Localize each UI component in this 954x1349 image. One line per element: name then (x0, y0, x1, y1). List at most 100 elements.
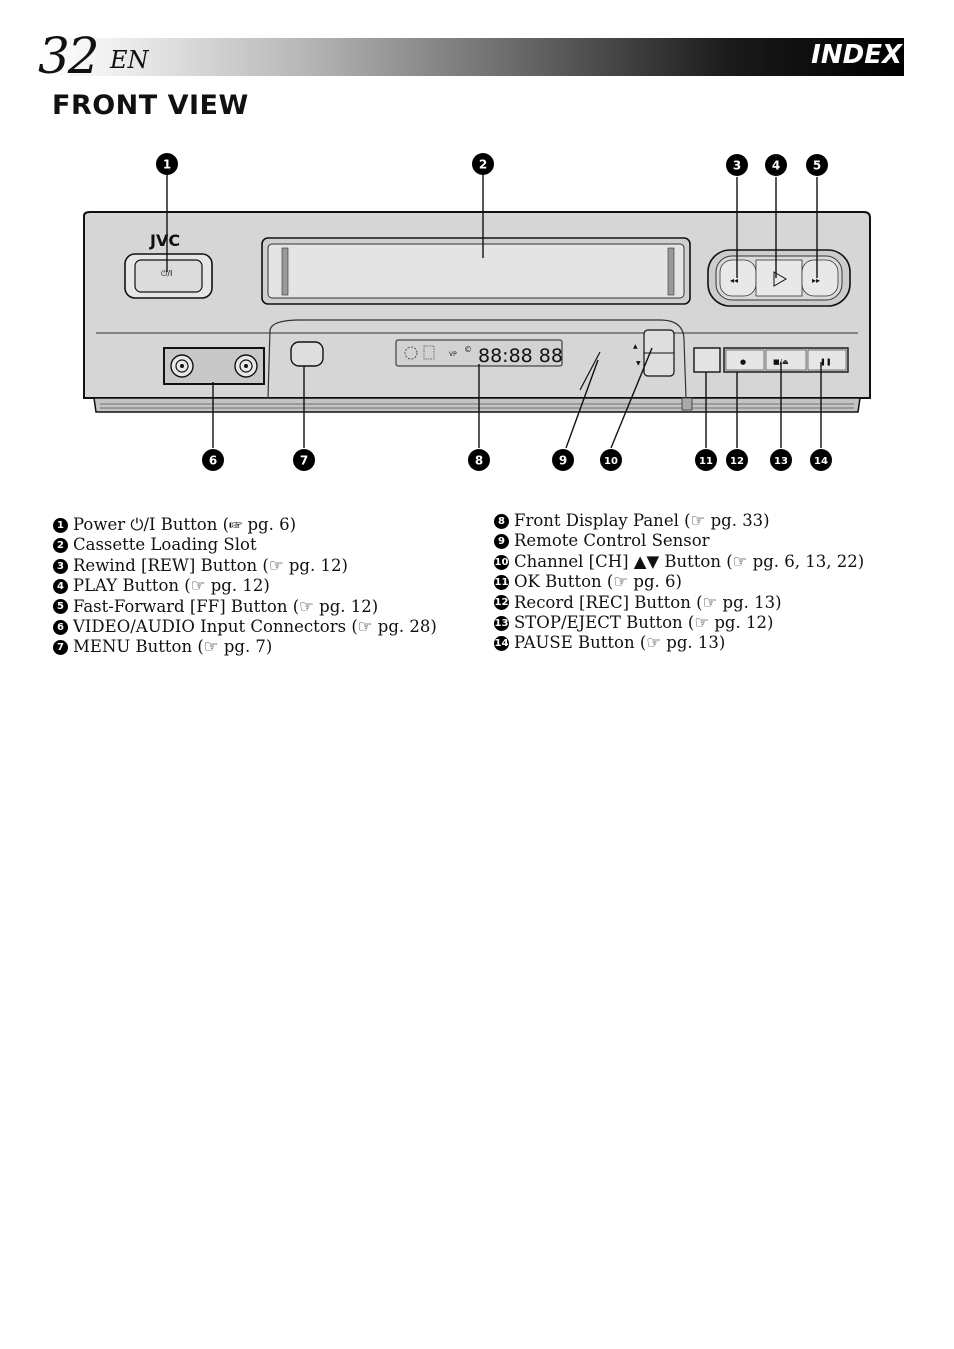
display-vp: VP (449, 351, 457, 358)
cassette-slot (261, 237, 691, 305)
legend-number: 6 (53, 619, 68, 635)
callout-label: 13 (774, 456, 788, 467)
legend-item: 11 OK Button (☞ pg. 6) (494, 572, 864, 592)
legend-text: Power ⏻/I Button (☞ pg. 6) (73, 515, 297, 534)
legend-number: 12 (494, 595, 509, 611)
callout-13: 13 (770, 449, 792, 471)
ch-down-icon: ▼ (636, 360, 641, 367)
leader-lines (166, 175, 822, 449)
legend-text: OK Button (☞ pg. 6) (514, 572, 682, 592)
callout-10: 10 (600, 449, 622, 471)
callout-12: 12 (726, 449, 748, 471)
legend-number: 7 (53, 640, 68, 656)
legend-number: 13 (494, 615, 509, 631)
callout-9: 9 (552, 449, 574, 471)
legend-text: PAUSE Button (☞ pg. 13) (514, 633, 726, 653)
legend-text: PLAY Button (☞ pg. 12) (73, 576, 270, 596)
legend-number: 5 (53, 599, 68, 615)
legend-text: Cassette Loading Slot (73, 535, 257, 555)
legend-item: 4 PLAY Button (☞ pg. 12) (53, 576, 437, 596)
rewind-button[interactable]: ◂◂ (719, 259, 757, 297)
front-display-panel: VP © 88:88 88 (395, 339, 563, 367)
callout-label: 2 (479, 158, 487, 172)
callout-label: 14 (814, 456, 828, 467)
legend-item: 12 Record [REC] Button (☞ pg. 13) (494, 593, 864, 613)
legend-item: 5 Fast-Forward [FF] Button (☞ pg. 12) (53, 597, 437, 617)
callout-label: 1 (163, 158, 171, 172)
legend-text: STOP/EJECT Button (☞ pg. 12) (514, 613, 774, 633)
rewind-icon: ◂◂ (730, 276, 738, 285)
callout-label: 11 (699, 456, 713, 467)
legend-number: 11 (494, 574, 509, 590)
legend-text: Fast-Forward [FF] Button (☞ pg. 12) (73, 596, 379, 616)
callout-7: 7 (293, 449, 315, 471)
record-icon: ● (740, 358, 746, 366)
ok-button[interactable] (693, 347, 721, 373)
power-label: ⏻/I (161, 269, 172, 278)
legend-item: 13 STOP/EJECT Button (☞ pg. 12) (494, 613, 864, 633)
callout-2: 2 (472, 153, 494, 175)
page-number: 32 (38, 27, 100, 85)
legend-text: Remote Control Sensor (514, 531, 710, 551)
header-bar (40, 38, 904, 76)
av-input-connectors[interactable] (163, 347, 265, 385)
stop-eject-button[interactable]: ■/⏏ (765, 349, 807, 371)
legend-item: 6 VIDEO/AUDIO Input Connectors (☞ pg. 28) (53, 617, 437, 637)
legend-text: Channel [CH] ▲▼ Button (☞ pg. 6, 13, 22) (514, 551, 865, 571)
legend-number: 3 (53, 558, 68, 574)
menu-button[interactable] (290, 341, 324, 367)
callout-5: 5 (806, 154, 828, 176)
fast-forward-button[interactable]: ▸▸ (801, 259, 839, 297)
callout-label: 12 (730, 456, 744, 467)
channel-buttons[interactable]: ▲ ▼ (633, 329, 675, 377)
brand-logo: JVC (149, 231, 180, 250)
legend-text: Record [REC] Button (☞ pg. 13) (514, 592, 782, 612)
callout-label: 3 (733, 159, 741, 173)
callout-1: 1 (156, 153, 178, 175)
vcr-front-diagram: JVC ⏻/I ◂◂ ▸▸ (0, 140, 954, 484)
callout-11: 11 (695, 449, 717, 471)
callout-label: 8 (475, 454, 483, 468)
callout-label: 10 (604, 456, 618, 467)
display-clock-symbol: © (464, 345, 472, 354)
callout-label: 5 (813, 159, 821, 173)
legend-item: 10 Channel [CH] ▲▼ Button (☞ pg. 6, 13, 2… (494, 552, 864, 572)
play-icon (773, 271, 787, 287)
record-button[interactable]: ● (725, 349, 765, 371)
legend-item: 9 Remote Control Sensor (494, 531, 864, 551)
callout-8: 8 (468, 449, 490, 471)
legend-number: 4 (53, 578, 68, 594)
callout-label: 7 (300, 454, 308, 468)
pause-button[interactable]: ❚❚ (807, 349, 847, 371)
rec-stop-pause-strip: ● ■/⏏ ❚❚ (723, 347, 849, 373)
callout-3: 3 (726, 154, 748, 176)
legend-item: 3 Rewind [REW] Button (☞ pg. 12) (53, 556, 437, 576)
callout-label: 9 (559, 454, 567, 468)
legend-item: 1 Power ⏻/I Button (☞ pg. 6) (53, 515, 437, 535)
fast-forward-icon: ▸▸ (812, 276, 820, 285)
pause-icon: ❚❚ (820, 358, 832, 366)
legend-text: Rewind [REW] Button (☞ pg. 12) (73, 555, 348, 575)
legend-number: 10 (494, 554, 509, 570)
play-button[interactable] (755, 259, 803, 297)
legend-text: VIDEO/AUDIO Input Connectors (☞ pg. 28) (73, 617, 437, 637)
transport-buttons: ◂◂ ▸▸ (707, 249, 851, 307)
section-title: INDEX (811, 40, 902, 70)
callout-6: 6 (202, 449, 224, 471)
language-code: EN (110, 46, 149, 74)
display-readout: 88:88 88 (478, 345, 563, 367)
page-heading: FRONT VIEW (52, 90, 249, 121)
callout-14: 14 (810, 449, 832, 471)
callout-label: 4 (772, 159, 780, 173)
legend-number: 1 (53, 517, 68, 533)
power-button[interactable]: ⏻/I (124, 253, 213, 299)
legend-number: 9 (494, 534, 509, 550)
callout-label: 6 (209, 454, 217, 468)
ch-up-icon: ▲ (633, 343, 638, 350)
